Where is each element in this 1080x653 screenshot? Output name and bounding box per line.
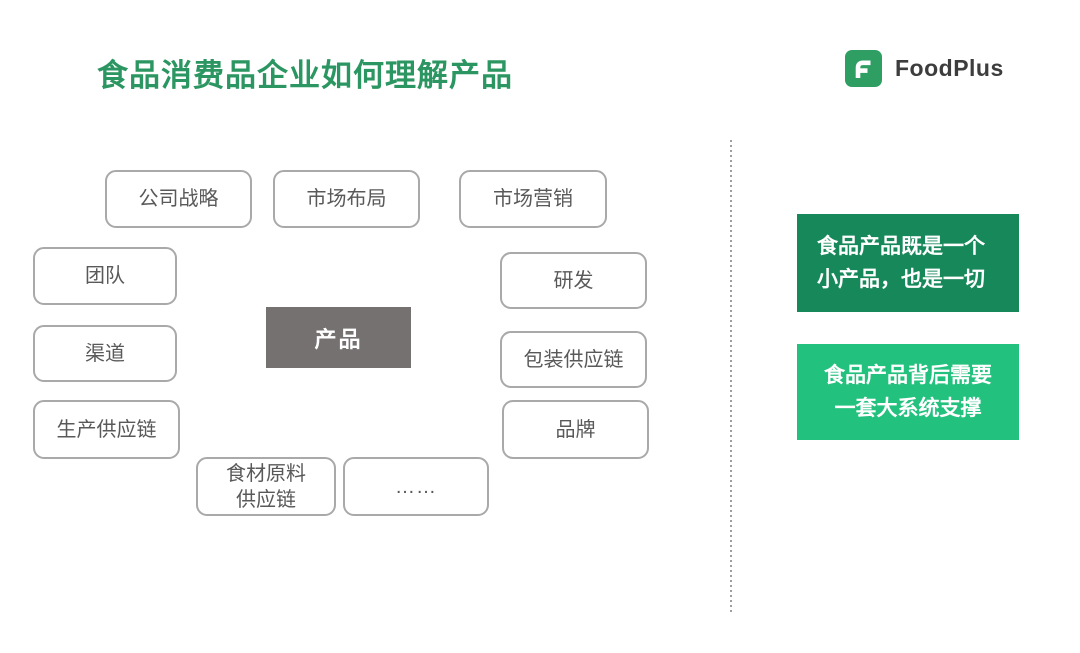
dotted-divider <box>730 140 732 613</box>
node-channel: 渠道 <box>33 325 177 382</box>
callout-line: 一套大系统支撑 <box>834 397 982 420</box>
callout-line: 小产品，也是一切 <box>817 268 985 291</box>
node-team: 团队 <box>33 247 177 305</box>
node-marketing: 市场营销 <box>459 170 607 228</box>
callout-product-is-everything: 食品产品既是一个 小产品，也是一切 <box>797 214 1019 312</box>
node-product-center: 产品 <box>266 307 411 368</box>
callout-system-support: 食品产品背后需要 一套大系统支撑 <box>797 344 1019 440</box>
callout-line: 食品产品既是一个 <box>817 235 985 258</box>
node-packaging-supply-chain: 包装供应链 <box>500 331 647 388</box>
node-research-development: 研发 <box>500 252 647 309</box>
node-ellipsis: …… <box>343 457 489 516</box>
page-title: 食品消费品企业如何理解产品 <box>97 58 513 93</box>
callout-line: 食品产品背后需要 <box>824 364 992 387</box>
node-production-supply-chain: 生产供应链 <box>33 400 180 459</box>
brand-name: FoodPlus <box>895 55 1004 81</box>
foodplus-f-icon <box>845 50 882 87</box>
node-ingredient-supply-chain: 食材原料供应链 <box>196 457 336 516</box>
node-market-layout: 市场布局 <box>273 170 420 228</box>
brand-logo: FoodPlus <box>845 50 1004 87</box>
node-brand: 品牌 <box>502 400 649 459</box>
node-company-strategy: 公司战略 <box>105 170 252 228</box>
